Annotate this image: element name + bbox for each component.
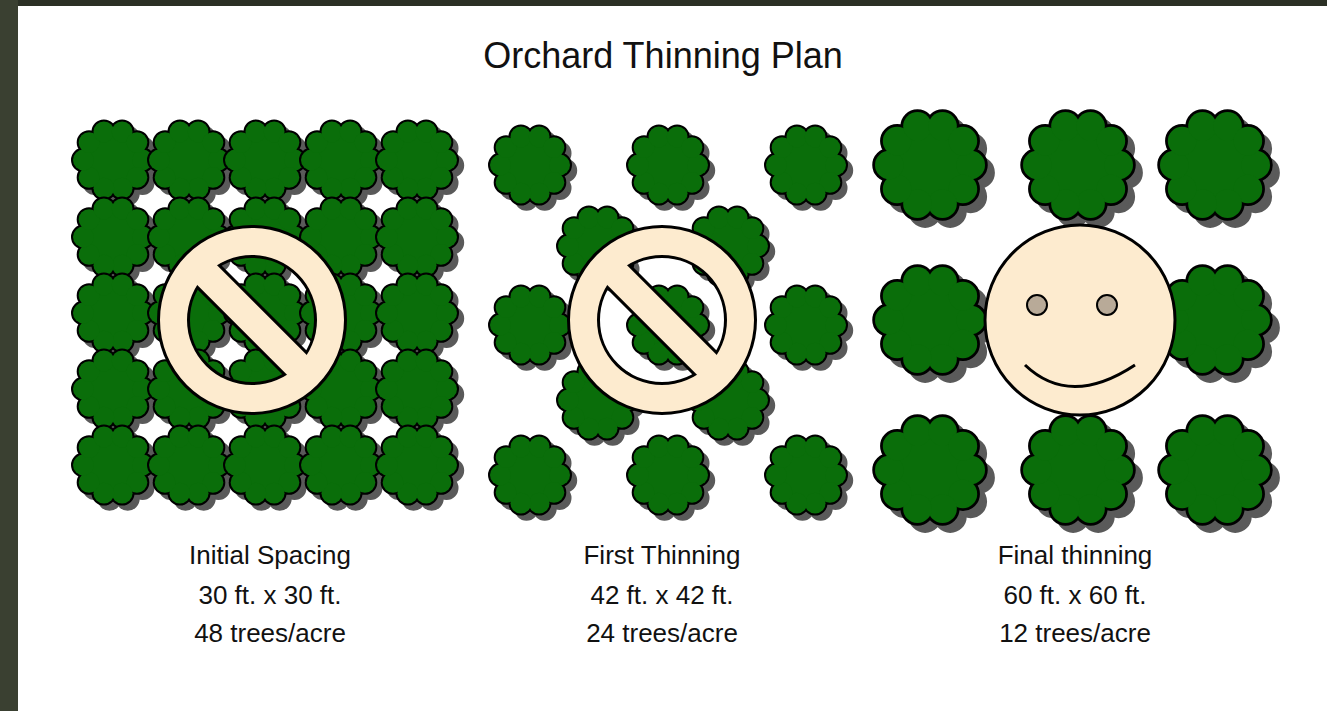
final-thinning-trees — [875, 112, 1278, 531]
spacing-caption: Final thinning — [998, 540, 1153, 570]
spacing-caption: 60 ft. x 60 ft. — [1003, 580, 1146, 610]
spacing-caption: 30 ft. x 30 ft. — [198, 580, 341, 610]
initial-grid-trees — [73, 121, 463, 509]
smiley-face — [985, 225, 1175, 415]
prohibition-symbol — [160, 228, 344, 412]
spacing-caption: 12 trees/acre — [999, 618, 1151, 648]
prohibition-symbol — [570, 228, 754, 412]
spacing-caption: 42 ft. x 42 ft. — [590, 580, 733, 610]
diagram-title: Orchard Thinning Plan — [483, 36, 843, 76]
slide-panel — [18, 6, 1327, 711]
spacing-caption: Initial Spacing — [189, 540, 351, 570]
spacing-caption: First Thinning — [583, 540, 740, 570]
photo-backdrop-strip — [0, 0, 18, 711]
spacing-caption: 24 trees/acre — [586, 618, 738, 648]
first-thinning-trees — [490, 126, 852, 519]
spacing-caption: 48 trees/acre — [194, 618, 346, 648]
